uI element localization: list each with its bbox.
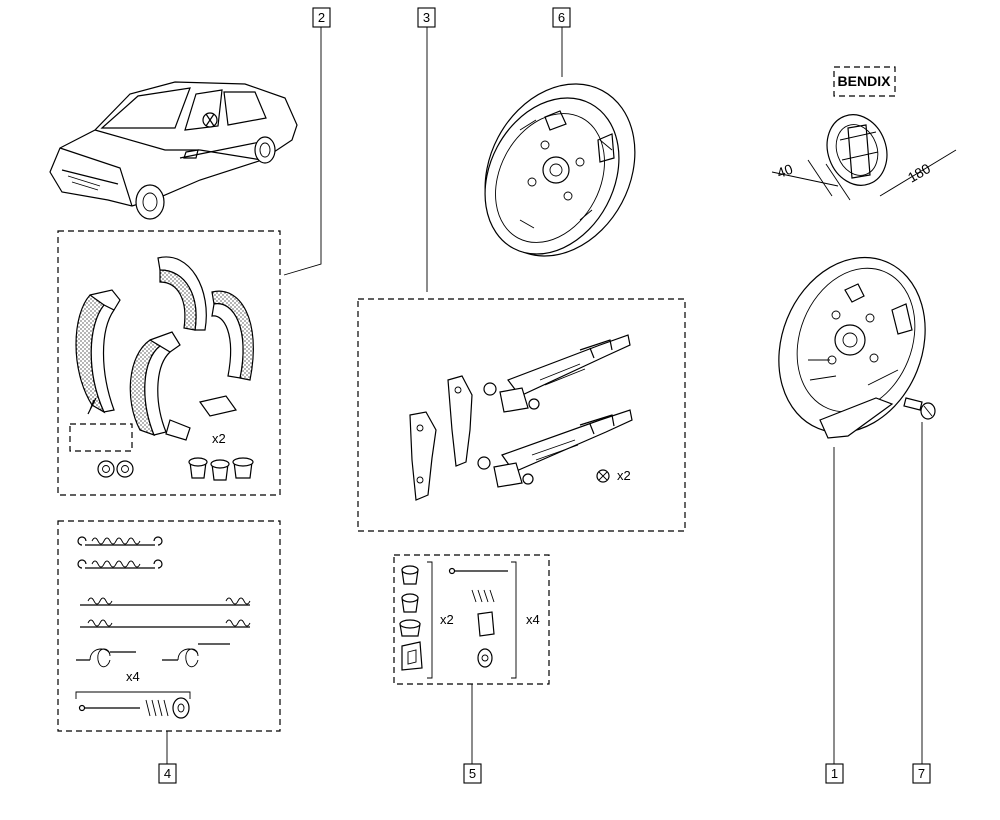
- hold-down-kit[interactable]: [448, 567, 509, 668]
- svg-text:40: 40: [775, 161, 795, 181]
- svg-text:BENDIX: BENDIX: [838, 73, 892, 89]
- car-illustration: [49, 81, 298, 220]
- kit-5-frame: [393, 554, 550, 685]
- kit-4-frame: [57, 520, 281, 732]
- callout-5[interactable]: 5: [463, 763, 482, 784]
- kit-5-bracket-a: [427, 561, 433, 679]
- callout-4[interactable]: 4: [158, 763, 177, 784]
- shoe-quantity: x2: [212, 431, 226, 446]
- spring-quantity: x4: [126, 669, 140, 684]
- svg-text:180: 180: [905, 160, 933, 186]
- return-springs[interactable]: [76, 536, 251, 668]
- backplate-bolt[interactable]: [903, 397, 936, 420]
- svg-text:1: 1: [831, 766, 838, 781]
- svg-text:6: 6: [558, 10, 565, 25]
- mini-drum-dimensions: 40 180: [771, 114, 957, 201]
- adjuster-washer-quantity: x2: [617, 468, 631, 483]
- kit-3-frame: [357, 298, 686, 532]
- adjuster-washer[interactable]: [596, 469, 610, 483]
- brake-adjusters[interactable]: [477, 334, 633, 488]
- callout-3[interactable]: 3: [417, 7, 436, 28]
- kit-5-quantity-a: x2: [440, 612, 454, 627]
- svg-text:7: 7: [918, 766, 925, 781]
- callout-2[interactable]: 2: [312, 7, 331, 28]
- shoe-hold-washers[interactable]: [97, 460, 134, 478]
- shoe-placeholder: [69, 423, 133, 452]
- callout-1[interactable]: 1: [825, 763, 844, 784]
- callout-6[interactable]: 6: [552, 7, 571, 28]
- svg-text:2: 2: [318, 10, 325, 25]
- handbrake-levers[interactable]: [409, 375, 473, 501]
- spring-bracket: [75, 691, 191, 699]
- svg-text:5: 5: [469, 766, 476, 781]
- brake-drum[interactable]: [456, 58, 664, 283]
- brand-label: BENDIX: [833, 66, 896, 97]
- svg-text:3: 3: [423, 10, 430, 25]
- svg-text:4: 4: [164, 766, 171, 781]
- kit-5-quantity-b: x4: [526, 612, 540, 627]
- kit-2-frame: [57, 230, 281, 496]
- brake-backplate[interactable]: [753, 235, 950, 454]
- kit-5-bracket-b: [511, 561, 517, 679]
- adjuster-caps[interactable]: [399, 565, 423, 671]
- callout-2-leader: [283, 27, 322, 276]
- hold-down-pins[interactable]: [78, 697, 190, 719]
- brake-shoes[interactable]: [75, 256, 254, 441]
- callout-7[interactable]: 7: [912, 763, 931, 784]
- shoe-hold-caps[interactable]: [188, 457, 254, 481]
